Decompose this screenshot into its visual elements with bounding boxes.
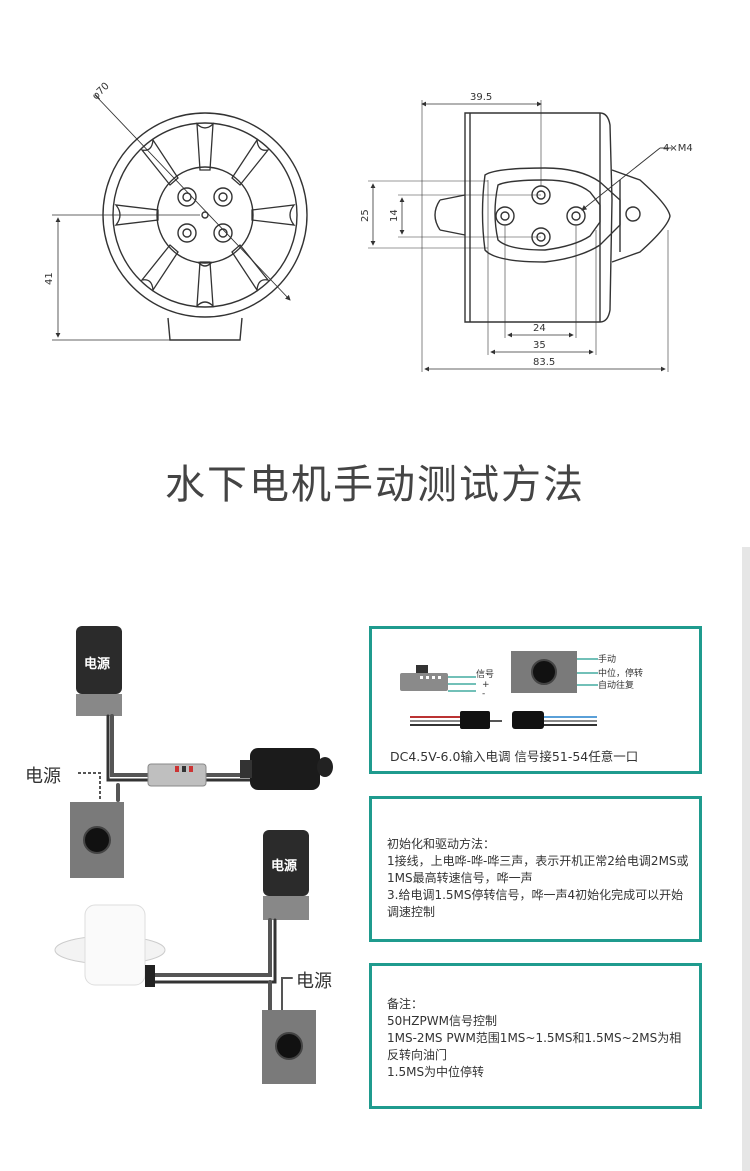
connector-diagram: 信号 + - 手动 中位，停转 自动往复 [400, 651, 643, 729]
dim-width-total: 83.5 [533, 357, 555, 368]
side-view [368, 100, 672, 372]
motor-white [54, 904, 166, 987]
motor-dimension-drawing: φ70 41 [44, 81, 693, 372]
note-line-4: 1.5MS为中位停转 [387, 1065, 485, 1079]
label-plus: + [482, 680, 490, 690]
power-pack-top [76, 626, 122, 716]
init-line-1: 初始化和驱动方法： [387, 837, 496, 851]
dim-height-outer: 25 [360, 209, 371, 222]
label-manual: 手动 [598, 653, 616, 665]
dim-height-inner: 14 [389, 209, 400, 222]
esc-module [147, 763, 207, 787]
dim-width-top: 39.5 [470, 92, 492, 103]
power-label-right: 电源 [296, 971, 332, 992]
scrollbar[interactable] [742, 547, 750, 1171]
power-label-left: 电源 [25, 766, 61, 787]
dim-height-left: 41 [44, 272, 55, 285]
page-title: 水下电机手动测试方法 [165, 462, 585, 508]
power-pack-bottom [263, 830, 309, 920]
note-line-3: 1MS-2MS PWM范围1MS~1.5MS和1.5MS~2MS为相反转向油门 [387, 1031, 682, 1062]
dim-screw: 4×M4 [663, 143, 693, 154]
wiring-illustration: 电源 电源 电源 电源 [25, 626, 333, 1084]
dim-width-35: 35 [533, 340, 546, 351]
dim-diameter: φ70 [90, 81, 111, 102]
note-line-2: 50HZPWM信号控制 [387, 1014, 497, 1028]
init-line-3: 3.给电调1.5MS停转信号，哗一声4初始化完成可以开始调速控制 [387, 888, 684, 919]
motor-black [240, 748, 333, 790]
esc-box-right [262, 1010, 316, 1084]
init-line-2: 1接线，上电哗-哗-哗三声，表示开机正常2给电调2MS或1MS最高转速信号，哗一… [387, 854, 689, 885]
front-view [52, 94, 308, 341]
label-center-stop: 中位，停转 [598, 667, 643, 679]
note-line-1: 备注： [387, 997, 424, 1011]
connection-caption: DC4.5V-6.0输入电调 信号接51-54任意一口 [390, 749, 639, 764]
power-pack-top-label: 电源 [84, 656, 110, 672]
power-pack-bottom-label: 电源 [271, 858, 297, 874]
dim-width-24: 24 [533, 323, 546, 334]
label-minus: - [482, 689, 485, 699]
esc-box-left [70, 802, 124, 878]
label-signal: 信号 [476, 668, 494, 680]
connection-info-box: 信号 + - 手动 中位，停转 自动往复 DC4.5V-6.0输入电调 信号接5… [369, 626, 702, 774]
init-method-box: 初始化和驱动方法： 1接线，上电哗-哗-哗三声，表示开机正常2给电调2MS或1M… [369, 796, 702, 942]
label-auto-return: 自动往复 [598, 679, 634, 691]
notes-box: 备注： 50HZPWM信号控制 1MS-2MS PWM范围1MS~1.5MS和1… [369, 963, 702, 1109]
